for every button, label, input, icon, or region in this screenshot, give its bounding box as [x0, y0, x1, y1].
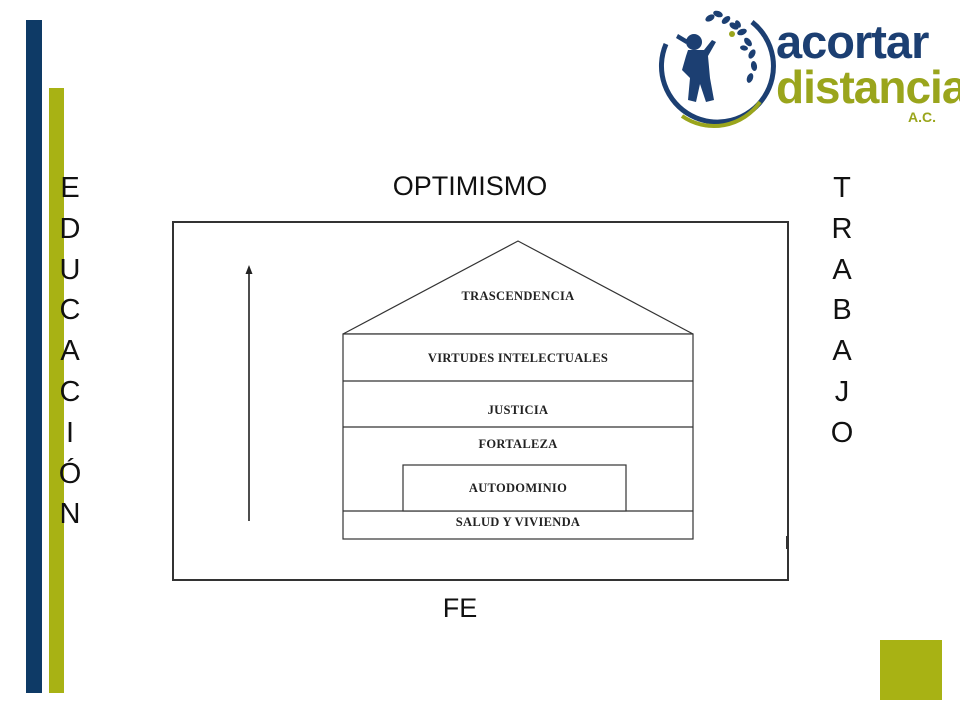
logo-word-ac: A.C. [908, 109, 936, 125]
olive-corner-square [880, 640, 942, 700]
vertical-letter: U [59, 253, 81, 286]
vertical-letter: C [59, 375, 81, 408]
vertical-letter: D [59, 212, 81, 245]
label-virtudes-intelectuales: VIRTUDES INTELECTUALES [427, 351, 609, 365]
autodominio-box [402, 464, 627, 512]
vertical-letter: Ó [58, 457, 82, 490]
vertical-word-educacion: E D U C A C I Ó N [50, 168, 90, 535]
logo-circle-arc-green [680, 100, 762, 129]
label-justicia: JUSTICIA [487, 403, 549, 417]
vertical-letter: A [832, 335, 852, 368]
optimismo-label: OPTIMISMO [392, 171, 548, 201]
vertical-letter: B [832, 294, 852, 327]
label-fortaleza: FORTALEZA [478, 437, 558, 451]
vertical-letter: T [833, 172, 851, 204]
logo-fruit-icon [729, 31, 735, 37]
vertical-letter: A [60, 335, 80, 368]
olive-side-bar [49, 88, 64, 693]
acortar-distancias-logo: acortar distancias A.C. [652, 4, 960, 132]
navy-side-bar [26, 20, 42, 693]
vertical-word-trabajo: T R A B A J O [820, 168, 864, 454]
logo-word-acortar: acortar [776, 15, 929, 68]
logo-circle-arc [659, 20, 776, 125]
logo-child-silhouette-icon [676, 34, 716, 102]
fe-label: FE [442, 593, 478, 623]
vertical-letter: O [830, 416, 854, 449]
label-trascendencia: TRASCENDENCIA [461, 289, 575, 303]
logo-leaves-icon [705, 10, 758, 83]
vertical-letter: A [832, 253, 852, 286]
logo-word-distancias: distancias [776, 61, 960, 113]
label-autodominio: AUTODOMINIO [468, 481, 568, 495]
label-salud-y-vivienda: SALUD Y VIVIENDA [455, 515, 581, 529]
vertical-letter: J [834, 375, 850, 408]
frame-tick-mark [786, 536, 789, 549]
upward-arrow-icon [245, 265, 253, 521]
vertical-letter: C [59, 294, 81, 327]
logo-emblem [659, 10, 776, 129]
vertical-letter: E [60, 172, 80, 204]
vertical-letter: N [59, 498, 81, 531]
diagram-frame [172, 221, 789, 581]
vertical-letter: R [831, 212, 853, 245]
vertical-letter: I [65, 416, 75, 449]
